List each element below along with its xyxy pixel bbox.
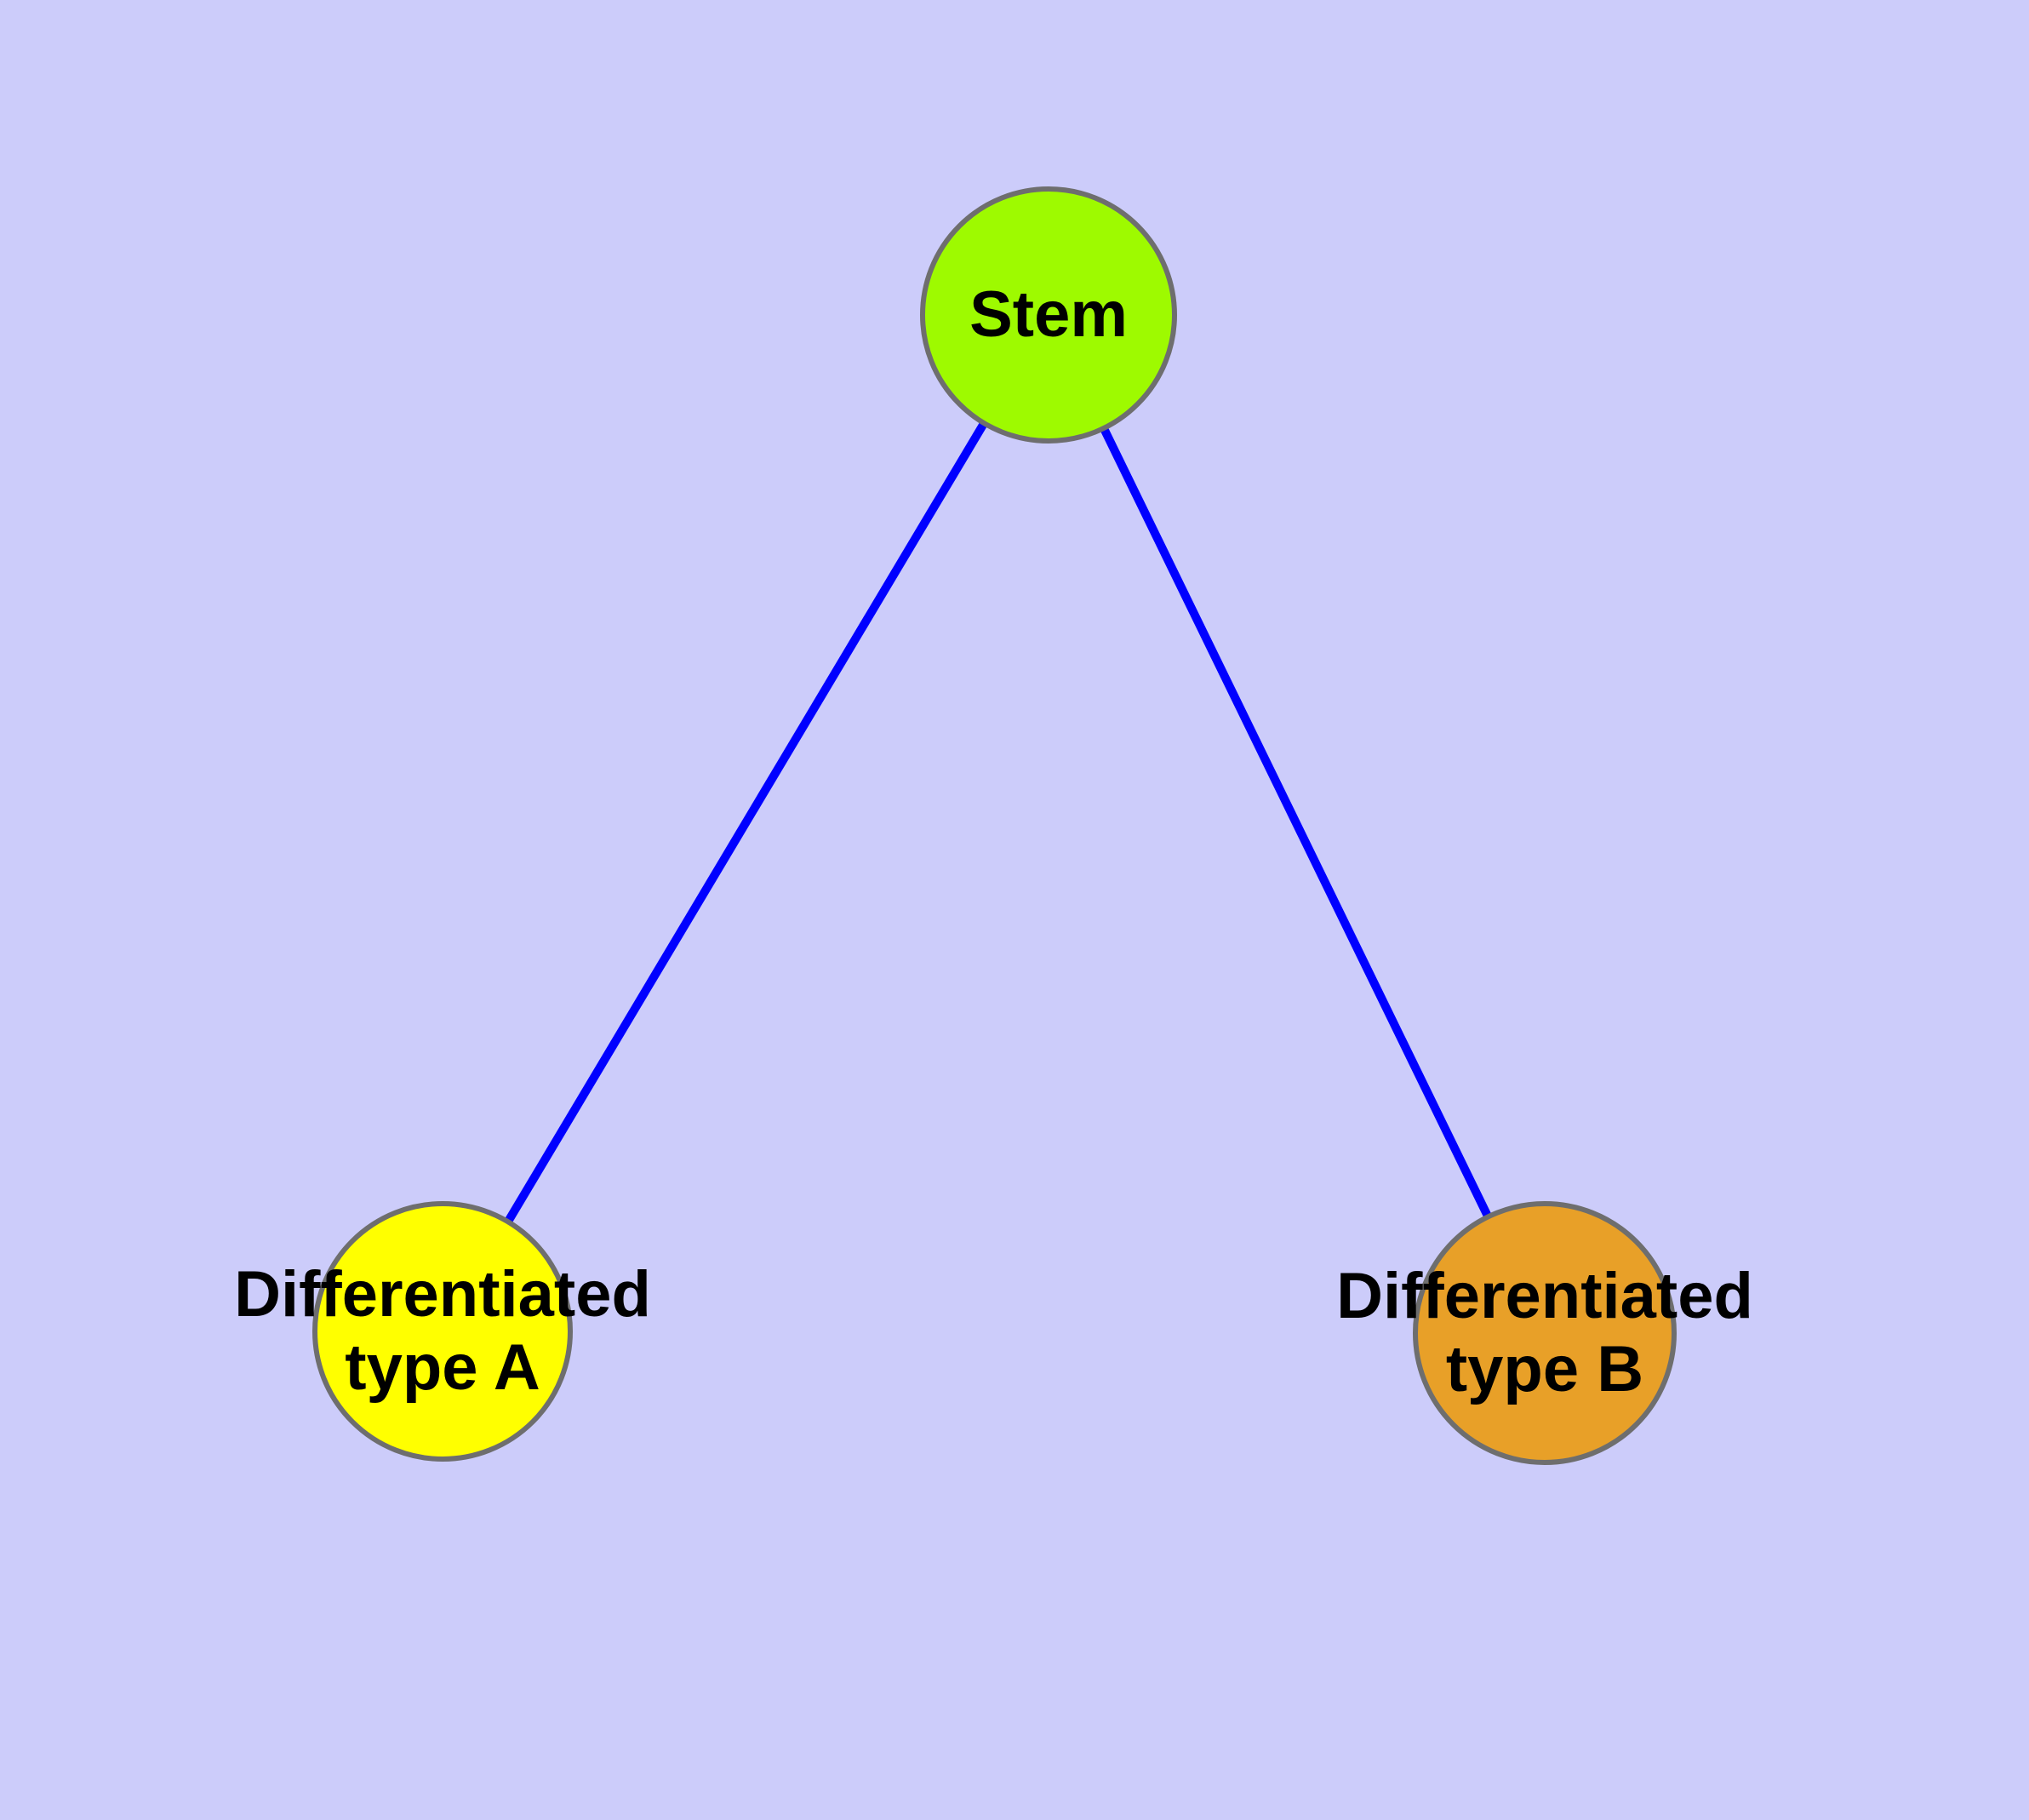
graph-edge-stem-to-b[interactable] bbox=[1044, 312, 1549, 1336]
edges-layer bbox=[438, 312, 1549, 1336]
graph-edge-stem-to-a[interactable] bbox=[438, 312, 1053, 1334]
graph-node-diff-b[interactable] bbox=[1413, 1201, 1677, 1465]
graph-node-stem[interactable] bbox=[920, 186, 1177, 444]
nodes-layer bbox=[312, 186, 1677, 1465]
graph-node-diff-a[interactable] bbox=[312, 1201, 573, 1462]
